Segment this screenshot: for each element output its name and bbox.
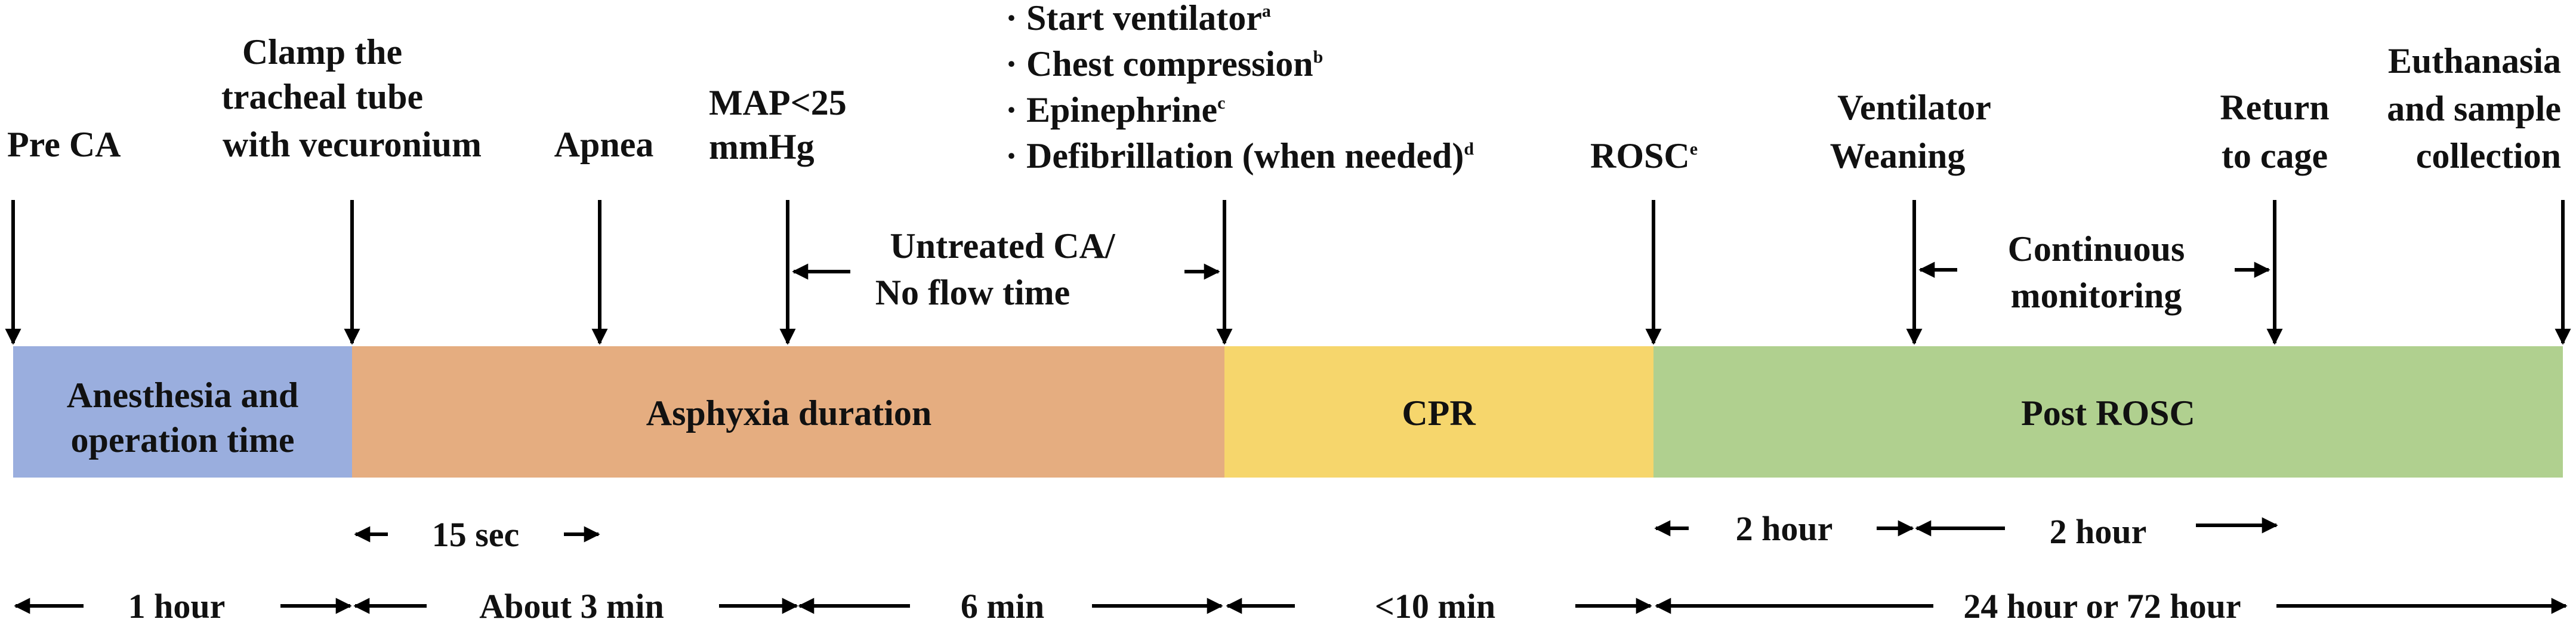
phase-asphyxia-label: Asphyxia duration: [646, 393, 931, 433]
ventilator-label-2: Weaning: [1830, 136, 1966, 176]
weaning-2-label: 2 hour: [2050, 512, 2147, 551]
superscript: d: [1464, 139, 1474, 159]
phase-anesthesia-label-2: operation time: [71, 420, 295, 460]
intervention-text: Chest compression: [1026, 44, 1313, 84]
bullet: ·: [1005, 90, 1026, 130]
bullet: ·: [1005, 0, 1026, 38]
cpr-duration-label: <10 min: [1375, 587, 1495, 625]
pre-ca-label: Pre CA: [7, 125, 121, 164]
return-label-1: Return: [2220, 88, 2329, 127]
phase-cpr-label: CPR: [1402, 393, 1476, 433]
clamp-label-3: with vecuronium: [223, 125, 482, 164]
intervention-start-ventilator: · Start ventilatora: [1005, 0, 1271, 38]
phase-anesthesia: [13, 346, 352, 478]
euthanasia-label-3: collection: [2416, 136, 2561, 176]
event-arrows: [5, 200, 2571, 345]
euthanasia-label-2: and sample: [2387, 89, 2561, 128]
superscript: a: [1262, 1, 1271, 21]
bullet: ·: [1005, 136, 1026, 176]
map-label-1: MAP<25: [709, 83, 847, 122]
duration-row-1: 15 sec 2 hour 2 hour: [354, 509, 2278, 554]
intervention-text: Defibrillation (when needed): [1026, 136, 1464, 176]
intervention-epinephrine: · Epinephrinec: [1005, 90, 1225, 130]
phase-post-rosc-label: Post ROSC: [2021, 393, 2195, 433]
intervention-chest-compression: · Chest compressionb: [1005, 44, 1323, 84]
cpr-delay-label: 6 min: [961, 587, 1044, 625]
intervention-text: Start ventilator: [1026, 0, 1262, 38]
weaning-1-label: 2 hour: [1736, 509, 1833, 548]
phase-bar: Anesthesia and operation time Asphyxia d…: [13, 346, 2563, 478]
monitoring-span: Continuous monitoring: [1918, 229, 2270, 315]
untreated-label-1: Untreated CA/: [890, 226, 1115, 266]
post-rosc-duration-label: 24 hour or 72 hour: [1963, 587, 2241, 625]
intervention-text: Epinephrine: [1026, 90, 1217, 130]
superscript: b: [1313, 47, 1324, 67]
euthanasia-label-1: Euthanasia: [2388, 41, 2561, 81]
phase-cpr: [1224, 346, 1653, 478]
asphyxia-duration-label: About 3 min: [479, 587, 664, 625]
duration-row-2: 1 hour About 3 min 6 min <10 min 24 hour…: [14, 587, 2568, 625]
bullet: ·: [1005, 44, 1026, 84]
map-label-2: mmHg: [709, 127, 815, 167]
ventilator-label-1: Ventilator: [1837, 88, 1991, 127]
phase-anesthesia-label-1: Anesthesia and: [67, 375, 298, 415]
apnea-interval-label: 15 sec: [432, 515, 520, 554]
interventions-list: · Start ventilatora · Chest compressionb…: [1005, 0, 1474, 176]
rosc-text: ROSC: [1590, 136, 1690, 176]
rosc-label: ROSCe: [1590, 136, 1698, 176]
clamp-label-2: tracheal tube: [221, 77, 423, 116]
anesthesia-duration-label: 1 hour: [128, 587, 226, 625]
monitoring-label-2: monitoring: [2011, 276, 2182, 315]
superscript: e: [1690, 139, 1698, 159]
monitoring-label-1: Continuous: [2008, 229, 2185, 269]
clamp-label-1: Clamp the: [242, 32, 402, 72]
return-label-2: to cage: [2222, 136, 2328, 176]
event-labels: Pre CA Clamp the tracheal tube with vecu…: [7, 0, 2561, 176]
intervention-defibrillation: · Defibrillation (when needed)d: [1005, 136, 1474, 176]
phase-post-rosc: [1653, 346, 2563, 478]
untreated-label-2: No flow time: [875, 273, 1070, 312]
superscript: c: [1217, 93, 1225, 113]
untreated-span: Untreated CA/ No flow time: [792, 226, 1220, 312]
apnea-label: Apnea: [554, 125, 654, 164]
phase-asphyxia: [352, 346, 1224, 478]
